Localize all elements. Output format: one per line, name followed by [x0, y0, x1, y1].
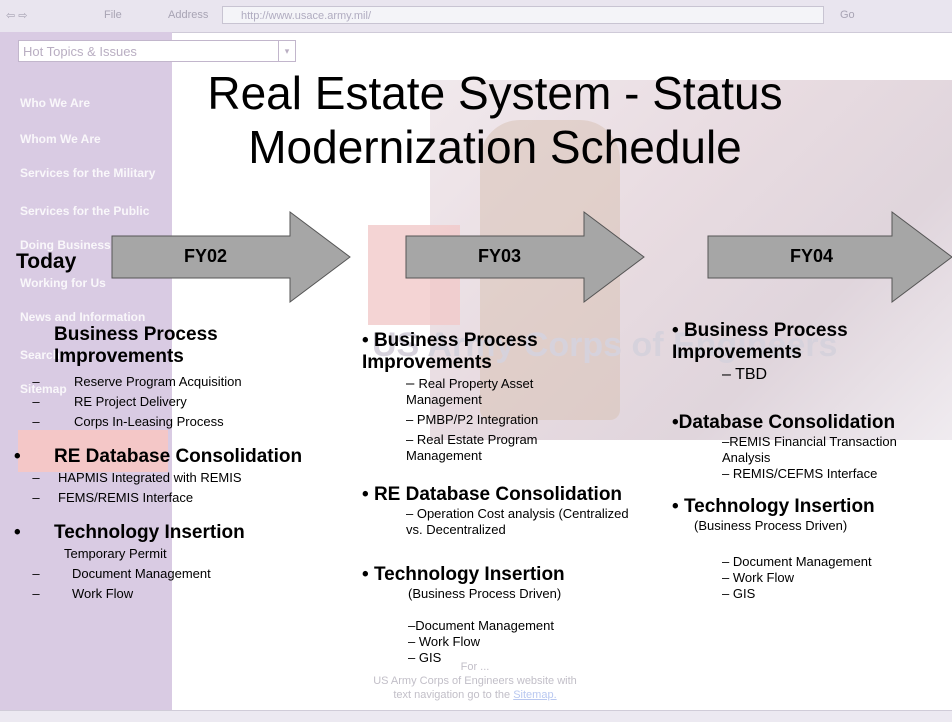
list-item: Document Management — [72, 566, 211, 581]
fy04-column: • Business Process Improvements – TBD •D… — [672, 320, 947, 602]
list-item: HAPMIS Integrated with REMIS — [58, 470, 242, 485]
sidebar-item[interactable]: Working for Us — [20, 276, 106, 290]
list-item: GIS — [732, 586, 756, 601]
today-label: Today — [16, 250, 77, 273]
sitemap-link[interactable]: Sitemap. — [513, 689, 557, 701]
heading: Database Consolidation — [678, 412, 896, 433]
file-menu[interactable]: File — [104, 9, 122, 21]
sidebar-item[interactable]: Services for the Military — [20, 166, 156, 180]
today-column: •Business Process Improvements –Reserve … — [14, 324, 344, 604]
heading: Business Process Improvements — [672, 320, 848, 363]
fy03-label: FY03 — [478, 246, 522, 266]
sidebar-item[interactable]: Search — [20, 348, 61, 362]
list-item: Corps In-Leasing Process — [74, 414, 224, 429]
address-input[interactable]: http://www.usace.army.mil/ — [222, 6, 824, 24]
list-item: Real Property Asset Management — [406, 376, 534, 407]
heading: Technology Insertion — [54, 522, 245, 543]
list-item: Document Management — [732, 554, 872, 569]
go-button[interactable]: Go — [840, 9, 855, 21]
list-item: Document Management — [415, 618, 554, 633]
list-item: Reserve Program Acquisition — [74, 374, 242, 389]
status-bar — [0, 710, 952, 722]
chevron-down-icon[interactable]: ▾ — [278, 41, 295, 61]
list-item: PMBP/P2 Integration — [416, 412, 539, 427]
fy03-column: • Business Process Improvements – Real P… — [362, 330, 672, 666]
corps-wordmark: US Army Corps of Engineers — [372, 326, 838, 364]
hot-topics-select[interactable]: Hot Topics & Issues ▾ — [18, 40, 296, 62]
fy04-arrow — [707, 211, 952, 303]
sidebar-item[interactable]: Services for the Public — [20, 204, 150, 218]
fy03-arrow — [405, 211, 645, 303]
list-item: RE Project Delivery — [74, 394, 187, 409]
list-item: REMIS Financial Transaction Analysis — [722, 434, 897, 465]
note: Temporary Permit — [64, 546, 167, 561]
list-item: FEMS/REMIS Interface — [58, 490, 194, 505]
note: (Business Process Driven) — [694, 518, 848, 533]
sidebar-item[interactable]: Sitemap — [20, 382, 67, 396]
site-sidebar: Who We Are Whom We Are Services for the … — [0, 32, 172, 722]
heading: Business Process Improvements — [54, 324, 218, 367]
sidebar-item[interactable]: Whom We Are — [20, 132, 101, 146]
heading: Technology Insertion — [683, 496, 875, 517]
list-item: Work Flow — [72, 586, 134, 601]
fy02-label: FY02 — [184, 246, 228, 266]
list-item: GIS — [418, 650, 442, 665]
list-item: Real Estate Program Management — [406, 432, 538, 463]
heading: Technology Insertion — [373, 564, 565, 585]
sidebar-item[interactable]: News and Information — [20, 310, 146, 324]
sidebar-item[interactable]: Doing Business — [20, 238, 111, 252]
browser-toolbar: ⇦ ⇨ File Address http://www.usace.army.m… — [0, 0, 952, 33]
sidebar-item[interactable]: Who We Are — [20, 96, 91, 110]
address-label: Address — [168, 9, 209, 21]
list-item: Work Flow — [732, 570, 794, 585]
fy02-arrow — [111, 211, 351, 303]
fy04-label: FY04 — [790, 246, 834, 266]
heading: Business Process Improvements — [362, 330, 538, 373]
heading: RE Database Consolidation — [373, 484, 623, 505]
list-item: REMIS/CEFMS Interface — [732, 466, 878, 481]
slide-title: Real Estate System - Status Modernizatio… — [207, 67, 783, 173]
heading: RE Database Consolidation — [54, 446, 303, 467]
back-icon[interactable]: ⇦ ⇨ — [6, 10, 28, 22]
list-item: Operation Cost analysis (Centralized vs.… — [406, 506, 629, 537]
site-footer: For ... US Army Corps of Engineers websi… — [373, 661, 577, 701]
list-item: Work Flow — [418, 634, 480, 649]
promo-banner[interactable] — [18, 430, 168, 472]
note: (Business Process Driven) — [408, 586, 562, 601]
list-item: TBD — [735, 366, 768, 383]
